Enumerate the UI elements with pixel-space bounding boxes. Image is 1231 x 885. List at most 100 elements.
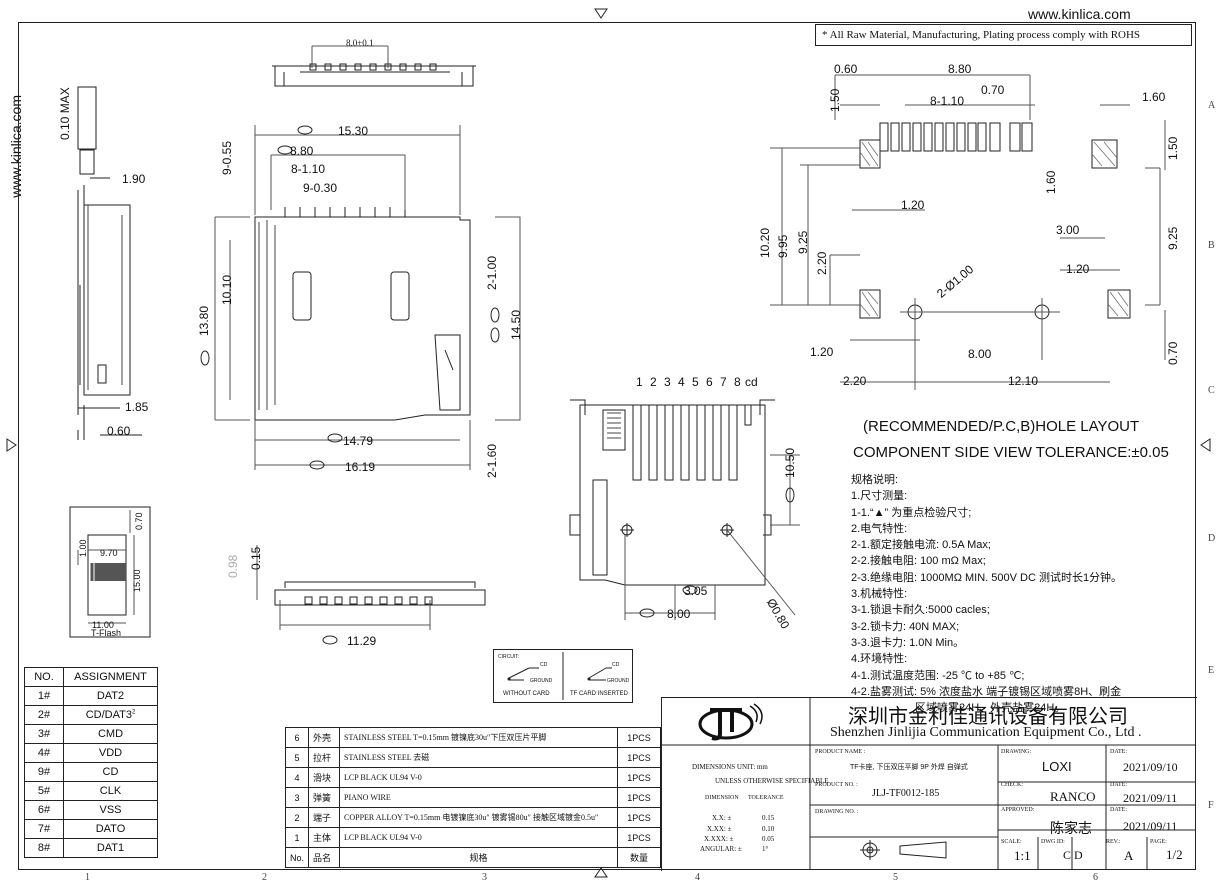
bom-part: 弹簧 xyxy=(308,787,341,808)
tol-dim-3: X.XXX: ± xyxy=(704,835,734,843)
circuit-label: CIRCUIT: xyxy=(498,654,520,660)
pin-label-3: 3 xyxy=(664,375,671,389)
pcb-dim-mid-3: 9.25 xyxy=(796,230,810,254)
rev-label: REV.: xyxy=(1106,839,1121,845)
end-bottom-dim-3: 11.29 xyxy=(347,634,377,648)
page-label: PAGE: xyxy=(1150,839,1167,845)
grid-col-3: 3 xyxy=(482,872,487,883)
tflash-dim-5: 11.00 xyxy=(92,620,114,630)
spec-line: 3-2.锁卡力: 40N MAX; xyxy=(851,620,960,633)
pcb-layout-drawing xyxy=(770,74,1166,390)
top-view-drawing xyxy=(200,125,521,470)
top-dim-4: 8-1.10 xyxy=(291,162,326,176)
circuit-ground-left: GROUND xyxy=(530,678,553,684)
table-row: 1#DAT2 xyxy=(24,686,158,706)
pin-assignment: CLK xyxy=(63,781,158,801)
pin-no: 6# xyxy=(24,800,64,820)
spec-line: 4-1.测试温度范围: -25 ℃ to +85 ℃; xyxy=(851,669,1025,682)
grid-row-f: F xyxy=(1208,800,1214,811)
table-row: 5#CLK xyxy=(24,781,158,801)
dwg-id-value: C D xyxy=(1063,848,1083,862)
circuit-box: CIRCUIT: CD GROUND CD GROUND WITHOUT CAR… xyxy=(493,649,633,703)
compliance-note: * All Raw Material, Manufacturing, Plati… xyxy=(815,24,1192,46)
spec-notes: 规格说明: 1.尺寸测量: 1-1.“▲” 为重点检验尺寸; 2.电气特性: 2… xyxy=(851,472,1122,716)
table-row: 6#VSS xyxy=(24,800,158,820)
table-row: 2#CD/DAT32 xyxy=(24,705,158,725)
bom-qty: 1PCS xyxy=(617,807,661,828)
tol-val-1: 0.15 xyxy=(762,814,775,822)
pin-label-7: 7 xyxy=(720,375,727,389)
spec-line: 3-3.退卡力: 1.0N Min。 xyxy=(851,636,965,649)
scale-value: 1:1 xyxy=(1014,848,1031,863)
tol-val-3: 0.05 xyxy=(762,835,775,843)
center-mark-bottom-icon xyxy=(594,867,608,878)
spec-line: 区域喷雾24H、外壳盐雾24H。 xyxy=(915,702,1066,715)
bom-footer: 品名 xyxy=(308,847,341,868)
product-no-label: PRODUCT NO. : xyxy=(815,782,858,788)
top-dim-1: 15.30 xyxy=(338,124,369,138)
center-mark-right-icon xyxy=(1200,438,1211,452)
bom-no: 2 xyxy=(284,807,310,828)
pin-no: 3# xyxy=(24,724,64,744)
pin-assignment: VSS xyxy=(63,800,158,820)
center-mark-left-icon xyxy=(6,438,17,452)
top-dim-3: 8.80 xyxy=(290,144,314,158)
pcb-dim-mid-8: 9.25 xyxy=(1166,226,1180,250)
tol-dim-4: ANGULAR: ± xyxy=(700,845,742,853)
spec-line: 3.机械特性: xyxy=(851,588,908,601)
side-dim-1: 1.90 xyxy=(122,172,146,186)
pcb-dim-top-1: 0.60 xyxy=(834,62,858,76)
bom-spec: STAINLESS STEEL 去磁 xyxy=(339,747,618,768)
tol-dim-2: X.XX: ± xyxy=(707,825,732,833)
pin-assignment: DATO xyxy=(63,819,158,839)
table-row: 9#CD xyxy=(24,762,158,782)
date-1: 2021/09/10 xyxy=(1123,760,1178,774)
grid-col-6: 6 xyxy=(1093,872,1098,883)
tol-dim-1: X.X: ± xyxy=(712,814,732,822)
tolerance-header: TOLERANCE xyxy=(748,795,784,801)
product-no: JLJ-TF0012-185 xyxy=(872,788,940,799)
table-footer-row: No.品名规格数量 xyxy=(284,847,661,868)
circuit-card-inserted: TF CARD INSERTED xyxy=(570,691,628,697)
pcb-dim-top-7: 1.50 xyxy=(1166,136,1180,160)
circuit-cd-right: CD xyxy=(612,662,620,668)
top-dim-9: 14.50 xyxy=(509,309,523,340)
dims-unit: DIMENSIONS UNIT: mm xyxy=(692,763,768,771)
grid-col-2: 2 xyxy=(262,872,267,883)
company-name-cn: 深圳市金利佳通讯设备有限公司 xyxy=(848,706,1128,728)
spec-line: 3-1.锁退卡耐久:5000 cacles; xyxy=(851,604,990,617)
spec-line: 规格说明: xyxy=(851,474,899,486)
website-url[interactable]: www.kinlica.com xyxy=(1028,6,1131,22)
dwg-id-label: DWG ID: xyxy=(1041,839,1065,845)
tflash-dim-3: 9.70 xyxy=(100,548,118,558)
bom-spec: COPPER ALLOY T=0.15mm 电镀镍底30u″ 镀雾锡80u″ 接… xyxy=(339,807,618,828)
pin-assignment-cell: CD/DAT32 xyxy=(63,705,158,725)
side-dim-3: 0.60 xyxy=(107,424,131,438)
center-mark-top-icon xyxy=(594,8,608,19)
tflash-dim-1: 0.70 xyxy=(134,512,144,530)
unless-note: UNLESS OTHERWISE SPECIFIABLE xyxy=(715,777,829,785)
date-label-3: DATE: xyxy=(1110,807,1127,813)
scale-label: SCALE: xyxy=(1001,839,1022,845)
end-bottom-dim-2: 0.15 xyxy=(249,546,263,570)
bom-part: 端子 xyxy=(308,807,341,828)
grid-row-c: C xyxy=(1208,385,1215,396)
pin-assignment: CD/DAT3 xyxy=(85,709,132,721)
bom-spec: STAINLESS STEEL T=0.15mm 镀镍底30u″下压双压片平脚 xyxy=(339,727,618,748)
pcb-dim-mid-7: 3.00 xyxy=(1056,223,1080,237)
pcb-dim-top-4: 8-1.10 xyxy=(930,94,965,108)
spec-line: 2-2.接触电阻: 100 mΩ Max; xyxy=(851,555,986,568)
spec-line: 1-1.“▲” 为重点检验尺寸; xyxy=(851,506,972,519)
pcb-dim-bot-3: 0.70 xyxy=(1166,341,1180,365)
circuit-ground-right: GROUND xyxy=(607,678,630,684)
pin-no: 8# xyxy=(24,838,64,858)
end-view-bottom-drawing xyxy=(256,545,486,645)
top-dim-10: 2-1.60 xyxy=(485,443,499,478)
tflash-dim-4: 15.00 xyxy=(132,569,142,592)
spec-line: 2-3.绝缘电阻: 1000MΩ MIN. 500V DC 测试时长1分钟。 xyxy=(851,571,1123,584)
pin-label-6: 6 xyxy=(706,375,713,389)
circuit-without-card: WITHOUT CARD xyxy=(503,691,550,697)
